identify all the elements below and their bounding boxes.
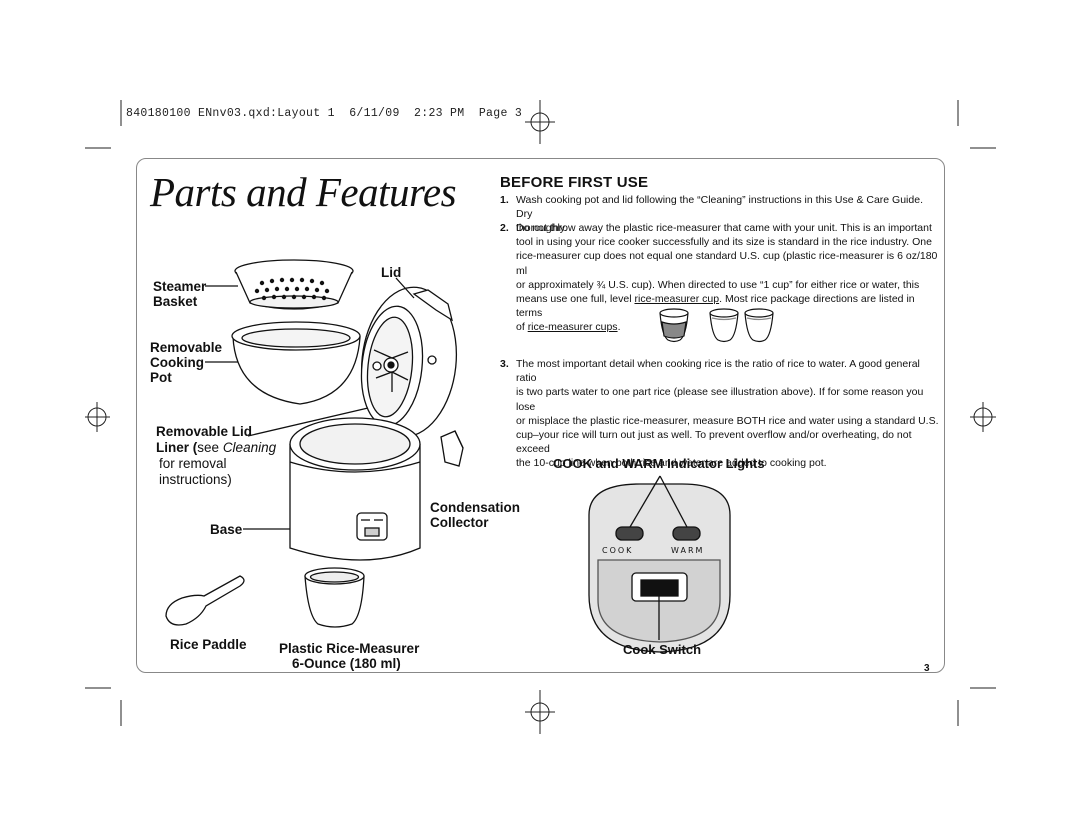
leader-lines [205,277,415,530]
page-title: Parts and Features [150,169,457,215]
print-slug-line: 840180100 ENnv03.qxd:Layout 1 6/11/09 2:… [126,107,523,120]
label-removable: Removable [150,340,223,355]
page-frame [136,158,945,673]
rice-measurer-drawing [304,567,365,628]
before-first-use-heading: BEFORE FIRST USE [500,174,649,191]
label-liner: Liner (see Cleaning [156,440,277,455]
item1-line2: thoroughly. [516,222,568,235]
label-steamer: Steamer [153,279,207,294]
label-condensation: Condensation [430,500,520,515]
label-lid: Lid [381,265,402,280]
item2-line2: tool in using your rice cooker successfu… [516,236,932,249]
item2-line6-underlined: rice-measurer cups [527,321,618,334]
item2-line5-post: . Most rice package directions are liste… [516,293,915,320]
label-measurer-size: 6-Ounce (180 ml) [292,656,401,671]
item-number: 2. [500,222,509,234]
label-plastic-measurer: Plastic Rice-Measurer [279,641,420,656]
label-collector: Collector [430,515,489,530]
rice-paddle-drawing [165,575,245,626]
water-cup-icon-2 [744,308,774,343]
item3-line4: cup–your rice will turn out just as well… [516,429,912,456]
item3-line1: The most important detail when cooking r… [516,358,920,385]
label-for-removal: for removal [159,456,227,471]
cooking-pot-drawing [231,321,361,405]
label-base: Base [210,522,243,537]
cook-panel-text: COOK [602,546,633,555]
item-number: 1. [500,194,509,206]
water-cup-icon-1 [709,308,739,343]
label-instructions: instructions) [159,472,232,487]
rice-cup-icon [659,308,689,343]
label-liner-cleaning: Cleaning [222,440,277,455]
item-number: 3. [500,358,509,370]
instruction-item-1: 1. Wash cooking pot and lid following th… [500,193,940,234]
indicator-heading: COOK and WARM Indicator Lights [553,456,765,471]
condensation-collector-drawing [440,430,464,467]
cook-switch-icon [640,579,679,597]
item2-line5-pre: means use one full, level [516,293,635,306]
item2-line4: or approximately ¾ U.S. cup). When direc… [516,278,920,291]
item2-line6: of rice-measurer cups. [516,320,940,334]
item1-line1: Wash cooking pot and lid following the “… [516,194,923,221]
label-removable-lid: Removable Lid [156,424,253,439]
instruction-item-2: 2. Do not throw away the plastic rice-me… [500,221,940,333]
steamer-basket-drawing [234,259,354,310]
label-liner-word: Liner [156,440,190,455]
label-cook-switch: Cook Switch [623,642,702,657]
item2-line3: rice-measurer cup does not equal one sta… [516,250,938,277]
page-number: 3 [924,663,930,674]
label-rice-paddle: Rice Paddle [170,637,247,652]
label-pot: Pot [150,370,172,385]
label-liner-see: see [197,440,220,455]
item2-line5: means use one full, level rice-measurer … [516,292,940,320]
base-unit-drawing [289,417,421,561]
cook-light-icon [615,526,644,541]
label-basket: Basket [153,294,198,309]
item3-line2: is two parts water to one part rice (ple… [516,386,924,413]
item2-line5-underlined: rice-measurer cup [634,293,720,306]
warm-light-icon [672,526,701,541]
instruction-item-3: 3. The most important detail when cookin… [500,357,940,469]
label-cooking: Cooking [150,355,204,370]
item2-line6-pre: of [516,321,528,334]
item3-line3: or misplace the plastic rice-measurer, m… [516,414,939,427]
warm-panel-text: WARM [671,546,704,555]
item2-line1: Do not throw away the plastic rice-measu… [516,222,932,234]
lid-drawing [360,286,458,438]
item3-line5: the 10-cup line when both rice and water… [516,457,827,470]
item2-line6-post: . [617,321,621,334]
